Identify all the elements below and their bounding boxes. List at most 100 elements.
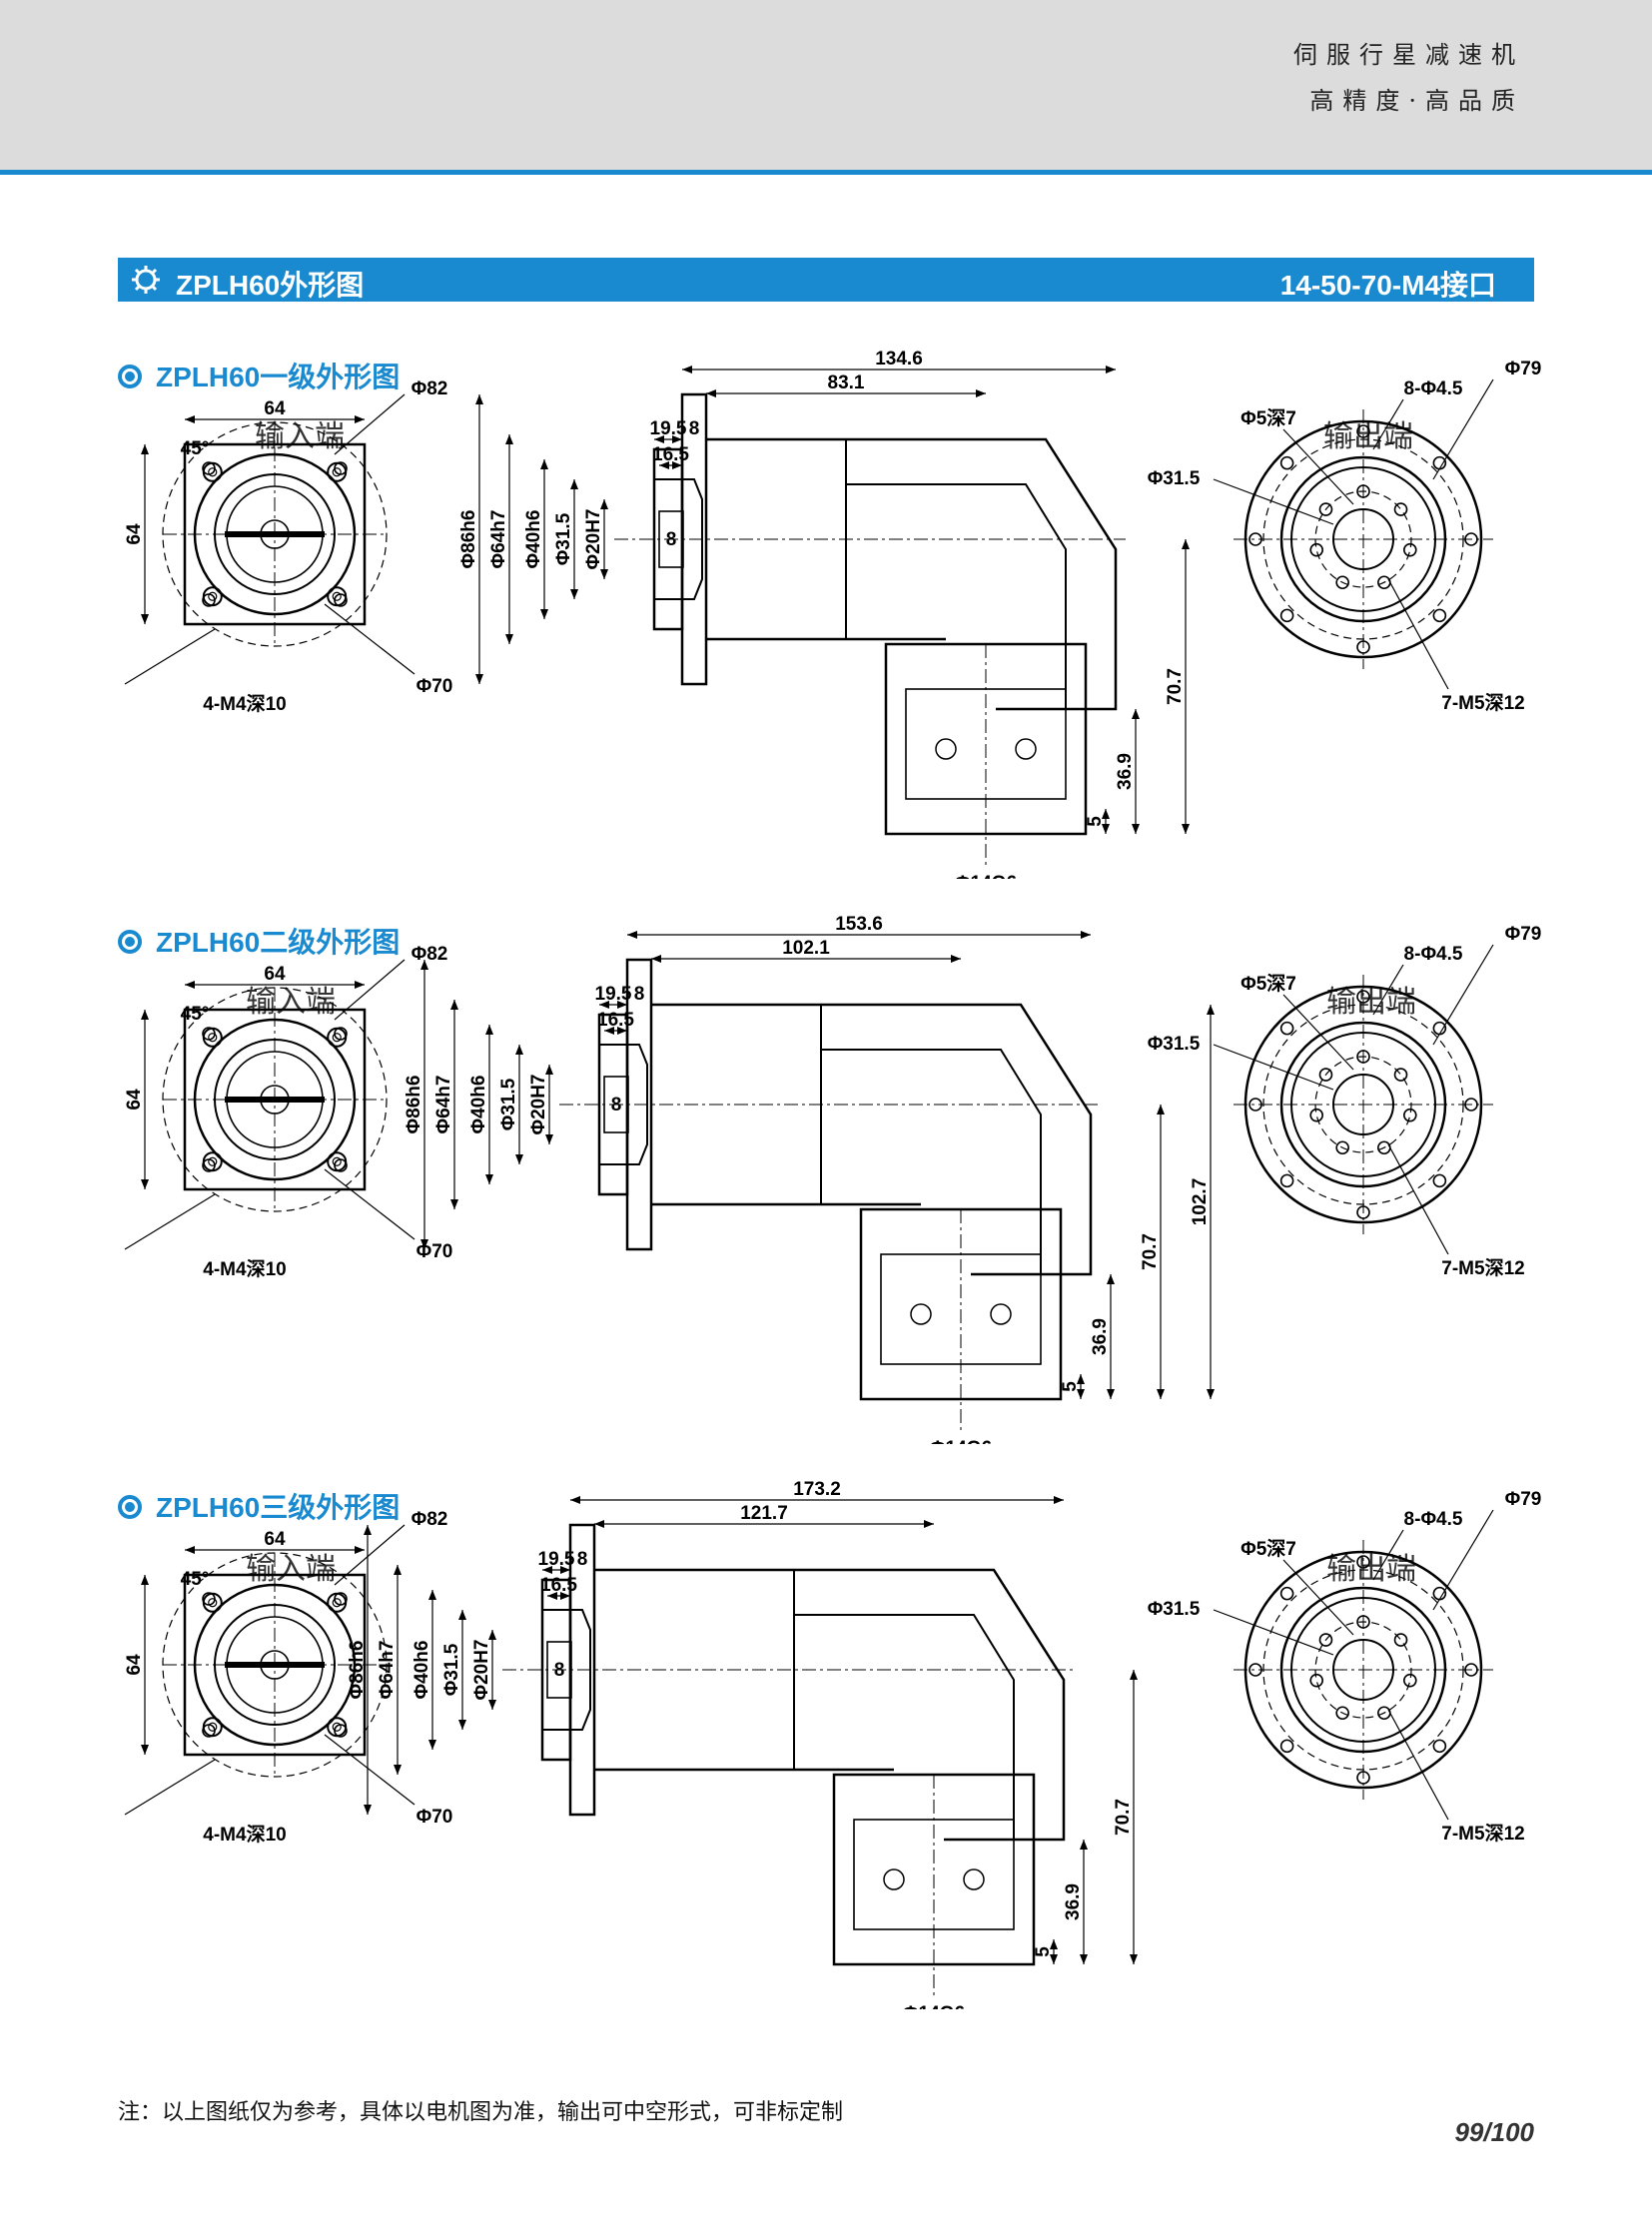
brand-line-1: 伺服行星减速机 xyxy=(1293,41,1524,69)
leader xyxy=(1282,428,1354,505)
output-hole-8 xyxy=(1432,455,1447,470)
output-hole-8 xyxy=(1432,1739,1447,1754)
dim-19-5: 19.5 xyxy=(650,418,687,439)
section-title-1: ZPLH60一级外形图 xyxy=(118,356,400,395)
output-label-2: 输出端 xyxy=(1326,985,1416,1020)
title-bar: ZPLH60外形图 14-50-70-M4接口 xyxy=(118,258,1534,302)
dim-d86h6: Φ86h6 xyxy=(458,510,479,569)
dim-input-height: 64 xyxy=(124,1089,145,1111)
dim-arrow xyxy=(547,1592,570,1600)
dim-8-holes: 8-Φ4.5 xyxy=(1404,378,1463,399)
input-bolt-hole xyxy=(202,1027,223,1048)
dim-input-height: 64 xyxy=(124,523,145,545)
input-bolt-hole xyxy=(202,1151,223,1172)
input-bolt-hole-core xyxy=(332,1598,342,1608)
output-bolt xyxy=(963,1868,985,1890)
dim-input-width: 64 xyxy=(264,1529,286,1550)
output-hole-7 xyxy=(1318,1068,1333,1082)
bullet-icon xyxy=(118,365,142,388)
side-elbow xyxy=(946,437,1118,711)
input-bolt-hole xyxy=(202,1592,223,1613)
output-hole-8 xyxy=(1432,1173,1447,1188)
leader xyxy=(334,393,406,455)
output-bolt xyxy=(1015,738,1037,760)
dim-19-5: 19.5 xyxy=(538,1549,575,1570)
input-bolt-hole xyxy=(327,1027,348,1048)
leader xyxy=(124,1193,216,1250)
dim-70-7: 70.7 xyxy=(1165,668,1186,705)
output-hole-7 xyxy=(1309,1108,1324,1122)
leader xyxy=(124,628,216,685)
input-bolt-hole-core xyxy=(208,467,218,477)
output-hole-7 xyxy=(1393,1633,1408,1647)
brand-line-2: 高精度·高品质 xyxy=(1309,87,1524,115)
dim-body-length: 121.7 xyxy=(740,1503,788,1524)
dim-d5-depth7: Φ5深7 xyxy=(1240,972,1296,995)
dim-d79: Φ79 xyxy=(1505,359,1542,379)
leader xyxy=(1432,1509,1494,1611)
dim-holes-m4: 4-M4深10 xyxy=(203,1823,286,1846)
input-bolt-hole-core xyxy=(332,1722,342,1732)
leader xyxy=(124,1759,216,1816)
dim-8: 8 xyxy=(634,984,645,1005)
dim-d70: Φ70 xyxy=(416,676,453,697)
input-bolt-hole xyxy=(327,586,348,607)
output-hole-8 xyxy=(1279,1586,1294,1601)
dim-angle: 45° xyxy=(181,438,210,459)
leader xyxy=(324,603,415,675)
output-hole-7 xyxy=(1318,1633,1333,1647)
brand-slogan: 伺服行星减速机 高精度·高品质 xyxy=(1293,32,1524,124)
leader xyxy=(324,1168,415,1240)
output-hole-7 xyxy=(1309,1673,1324,1688)
dim-16-5: 16.5 xyxy=(652,444,689,465)
dim-d31-5: Φ31.5 xyxy=(553,512,574,565)
dim-holes-m4: 4-M4深10 xyxy=(203,1257,286,1280)
dim-102-7: 102.7 xyxy=(1190,1178,1211,1226)
dim-total-length: 153.6 xyxy=(835,914,883,935)
dim-d82: Φ82 xyxy=(412,944,448,965)
dim-body-length: 83.1 xyxy=(828,373,865,393)
dim-d82: Φ82 xyxy=(412,378,448,399)
dim-36-9: 36.9 xyxy=(1063,1883,1084,1920)
output-hole-7 xyxy=(1402,1673,1417,1688)
output-hole-8 xyxy=(1279,455,1294,470)
dim-d14g6: Φ14G6 xyxy=(903,2003,965,2009)
dim-input-height: 64 xyxy=(124,1654,145,1676)
dim-5: 5 xyxy=(1033,1946,1054,1957)
output-hole-7 xyxy=(1335,1140,1349,1155)
output-hole-7 xyxy=(1309,542,1324,557)
dim-d64h7: Φ64h7 xyxy=(433,1076,454,1134)
output-hole-8 xyxy=(1279,1173,1294,1188)
dim-8: 8 xyxy=(689,418,700,439)
dim-d31-5-out: Φ31.5 xyxy=(1148,1034,1201,1055)
input-bolt-hole-core xyxy=(332,591,342,601)
input-bolt-hole-core xyxy=(208,591,218,601)
leader xyxy=(1282,994,1354,1071)
dim-d14g6: Φ14G6 xyxy=(930,1438,992,1444)
page-number: 99/100 xyxy=(1454,2117,1534,2147)
dim-70-7: 70.7 xyxy=(1113,1799,1134,1836)
output-hole-7 xyxy=(1335,575,1349,590)
output-hole-7 xyxy=(1393,502,1408,516)
leader xyxy=(1432,378,1494,480)
dim-d40h6: Φ40h6 xyxy=(468,1076,489,1134)
leader xyxy=(1213,1044,1334,1091)
dim-36-9: 36.9 xyxy=(1090,1318,1111,1355)
dim-d40h6: Φ40h6 xyxy=(412,1641,432,1700)
dim-7-holes: 7-M5深12 xyxy=(1441,1822,1524,1845)
side-elbow-inner xyxy=(821,1049,1042,1274)
output-hole-8 xyxy=(1279,608,1294,623)
dim-5: 5 xyxy=(1085,816,1106,827)
leader xyxy=(1387,1143,1449,1255)
output-hole-8 xyxy=(1432,608,1447,623)
dim-5: 5 xyxy=(1060,1381,1081,1392)
input-label-2: 输入端 xyxy=(246,985,336,1020)
leader xyxy=(1213,478,1334,525)
dim-d20h7: Φ20H7 xyxy=(471,1639,492,1700)
input-bolt-hole-core xyxy=(208,1722,218,1732)
header-rule xyxy=(0,170,1652,175)
dim-d20h7: Φ20H7 xyxy=(583,508,604,569)
dim-d79: Φ79 xyxy=(1505,924,1542,945)
output-bolt xyxy=(883,1868,905,1890)
